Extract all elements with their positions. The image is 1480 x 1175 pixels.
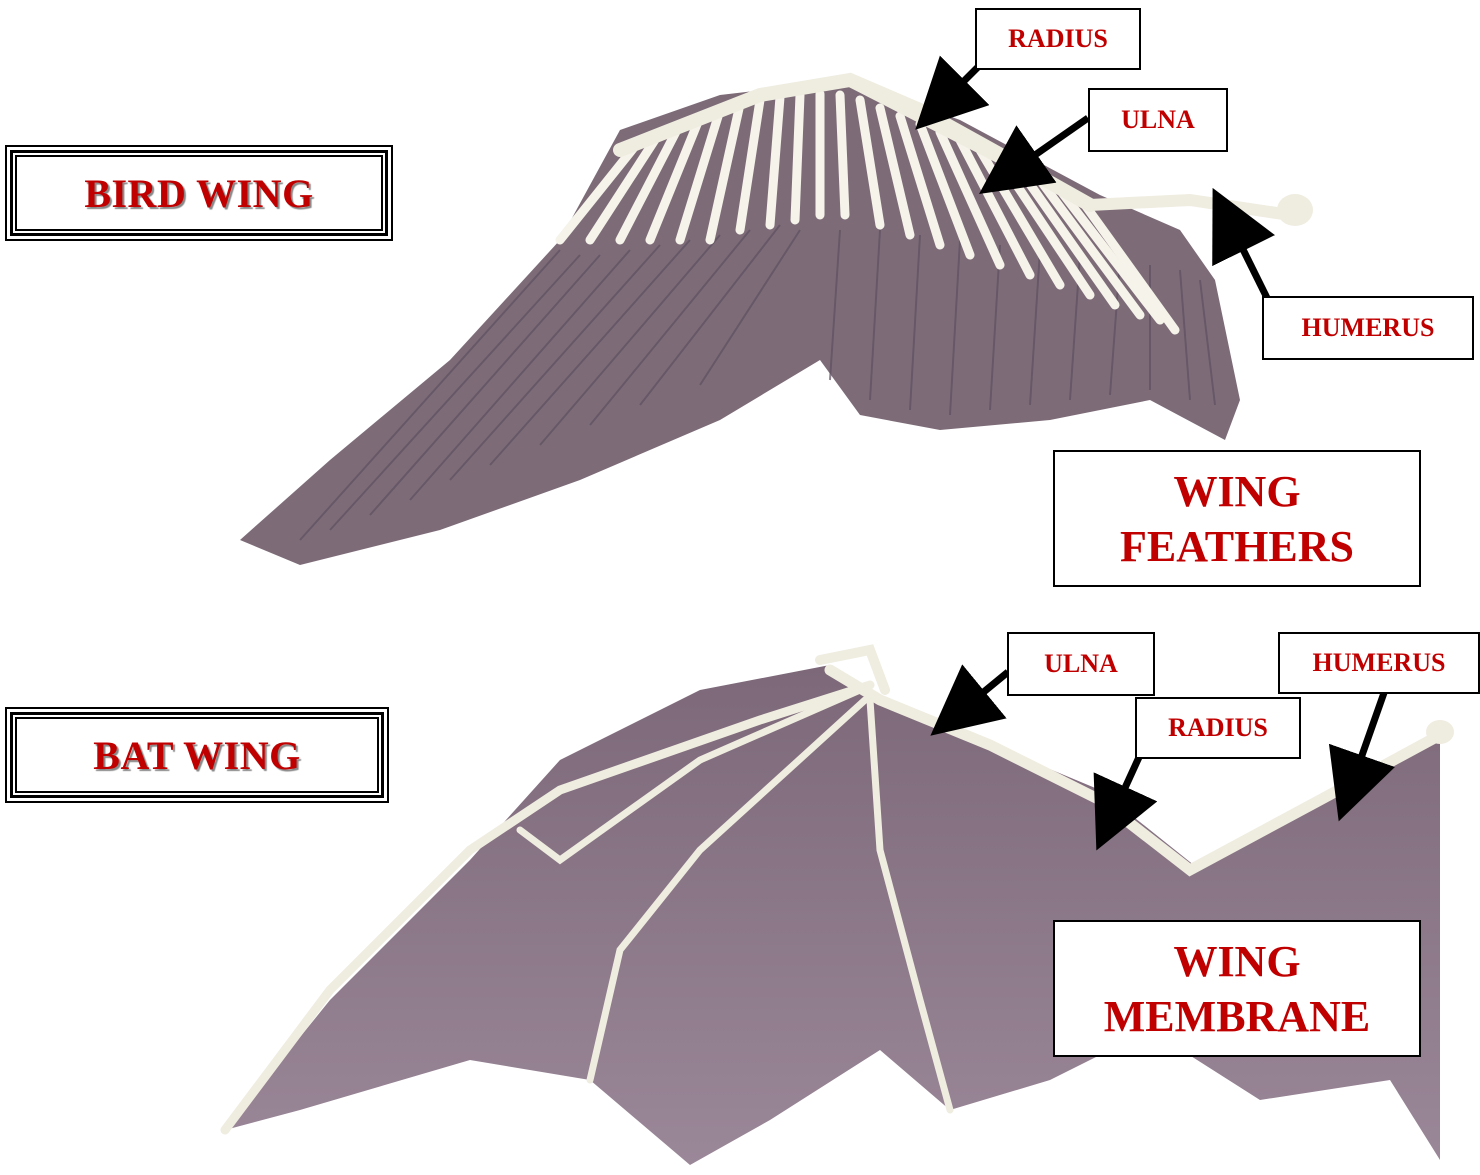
bat-humerus-label: HUMERUS — [1278, 632, 1480, 694]
bat-ulna-label: ULNA — [1007, 632, 1155, 696]
bat-wing-title: BAT WING — [93, 732, 300, 779]
bird-radius-arrow — [935, 65, 980, 110]
bird-humerus-arrow — [1225, 213, 1268, 300]
bat-wing-title-box: BAT WING — [10, 712, 384, 798]
bird-radius-label: RADIUS — [975, 8, 1141, 70]
bird-wing-title: BIRD WING — [84, 170, 313, 217]
bat-ulna-arrow — [952, 672, 1008, 718]
bird-ulna-label: ULNA — [1088, 88, 1228, 152]
bat-radius-label: RADIUS — [1135, 697, 1301, 759]
bird-wing-title-box: BIRD WING — [10, 150, 388, 236]
bat-wing-membrane-label: WING MEMBRANE — [1053, 920, 1421, 1057]
bird-humerus-label: HUMERUS — [1262, 296, 1474, 360]
bird-wing-feathers-label: WING FEATHERS — [1053, 450, 1421, 587]
